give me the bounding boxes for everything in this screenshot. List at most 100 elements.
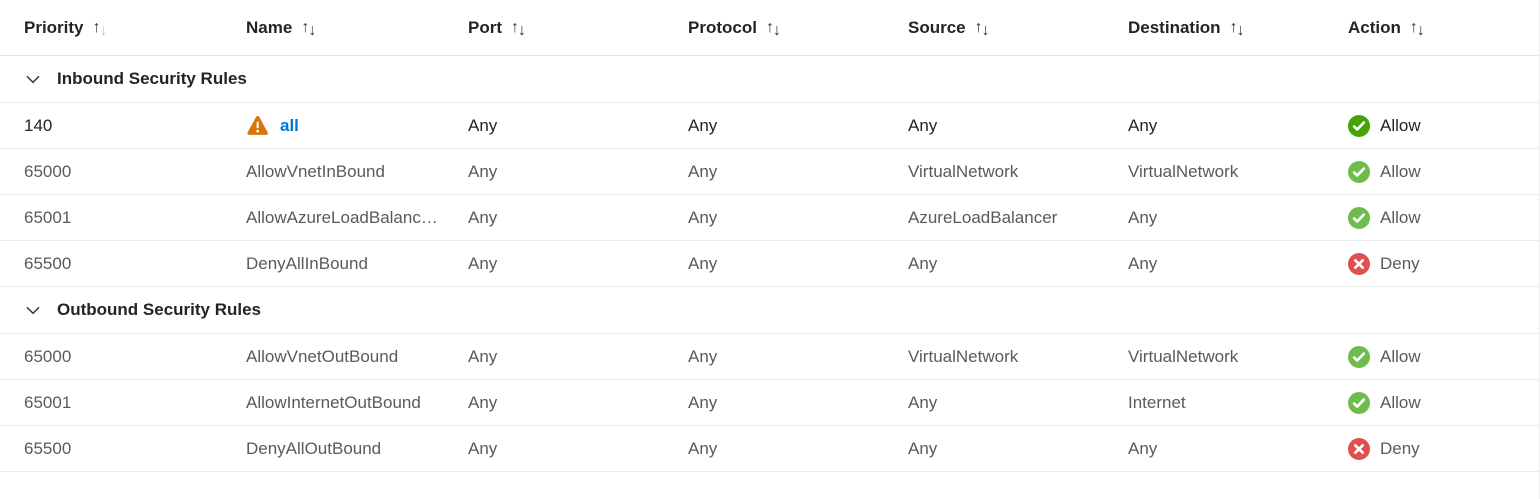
table-row[interactable]: 65000 AllowVnetOutBound Any Any VirtualN… — [0, 334, 1539, 380]
cell-port: Any — [468, 392, 498, 412]
cell-source: VirtualNetwork — [908, 346, 1019, 366]
sort-icon: ↑↓ — [93, 19, 108, 39]
cell-priority: 65001 — [24, 392, 72, 412]
table-row[interactable]: 65500 DenyAllInBound Any Any Any Any Den… — [0, 241, 1539, 287]
cell-action: Allow — [1348, 391, 1539, 414]
section-title: Outbound Security Rules — [57, 300, 262, 319]
cell-action: Allow — [1348, 114, 1539, 137]
cell-action: Deny — [1348, 437, 1539, 460]
allow-icon — [1348, 160, 1370, 183]
cell-protocol: Any — [688, 207, 718, 227]
column-header-port[interactable]: Port ↑↓ — [468, 17, 688, 39]
action-label: Deny — [1380, 253, 1420, 273]
cell-destination: Any — [1128, 438, 1158, 458]
cell-source: AzureLoadBalancer — [908, 207, 1058, 227]
cell-action: Allow — [1348, 345, 1539, 368]
column-label: Port — [468, 17, 502, 37]
sort-down-icon: ↓ — [981, 21, 990, 39]
sort-icon: ↑↓ — [1410, 19, 1425, 39]
cell-priority: 140 — [24, 115, 53, 135]
rule-name-link[interactable]: all — [280, 115, 299, 135]
cell-protocol: Any — [688, 161, 718, 181]
cell-name: AllowAzureLoadBalanc… — [246, 207, 438, 227]
cell-source: Any — [908, 392, 938, 412]
sort-down-icon: ↓ — [308, 21, 317, 39]
section-header-outbound[interactable]: Outbound Security Rules — [0, 287, 1539, 334]
sort-icon: ↑↓ — [975, 19, 990, 39]
cell-source: Any — [908, 438, 938, 458]
chevron-down-icon — [26, 306, 40, 315]
cell-port: Any — [468, 207, 498, 227]
allow-icon — [1348, 114, 1370, 137]
action-label: Allow — [1380, 161, 1421, 181]
cell-protocol: Any — [688, 253, 718, 273]
deny-icon — [1348, 437, 1370, 460]
sort-icon: ↑↓ — [301, 19, 317, 39]
column-label: Protocol — [688, 17, 757, 37]
column-header-action[interactable]: Action ↑↓ — [1348, 17, 1539, 39]
cell-port: Any — [468, 115, 498, 135]
action-label: Deny — [1380, 438, 1420, 458]
cell-destination: Any — [1128, 115, 1158, 135]
section-header-inbound[interactable]: Inbound Security Rules — [0, 56, 1539, 103]
cell-name: all — [246, 115, 468, 136]
column-header-source[interactable]: Source ↑↓ — [908, 17, 1128, 39]
column-label: Name — [246, 17, 293, 37]
cell-destination: VirtualNetwork — [1128, 161, 1239, 181]
cell-protocol: Any — [688, 392, 718, 412]
cell-priority: 65000 — [24, 161, 72, 181]
cell-destination: VirtualNetwork — [1128, 346, 1239, 366]
sort-down-icon: ↓ — [518, 21, 526, 39]
cell-port: Any — [468, 346, 498, 366]
cell-destination: Any — [1128, 207, 1158, 227]
table-header: Priority ↑↓ Name ↑↓ Port ↑↓ Protocol ↑↓ … — [0, 0, 1539, 56]
deny-icon — [1348, 252, 1370, 275]
sort-down-icon: ↓ — [1236, 21, 1245, 39]
action-label: Allow — [1380, 392, 1421, 412]
cell-action: Allow — [1348, 160, 1539, 183]
sort-down-icon: ↓ — [772, 21, 781, 39]
action-label: Allow — [1380, 207, 1421, 227]
sort-icon: ↑↓ — [1230, 19, 1245, 39]
cell-priority: 65500 — [24, 253, 72, 273]
cell-name: DenyAllOutBound — [246, 438, 382, 458]
cell-protocol: Any — [688, 115, 718, 135]
column-header-name[interactable]: Name ↑↓ — [246, 17, 468, 39]
allow-icon — [1348, 345, 1370, 368]
table-row[interactable]: 65500 DenyAllOutBound Any Any Any Any De… — [0, 426, 1539, 472]
allow-icon — [1348, 391, 1370, 414]
cell-action: Allow — [1348, 206, 1539, 229]
column-header-destination[interactable]: Destination ↑↓ — [1128, 17, 1348, 39]
action-label: Allow — [1380, 115, 1421, 135]
cell-port: Any — [468, 253, 498, 273]
table-row[interactable]: 140 all Any Any Any Any Allow — [0, 103, 1539, 149]
column-label: Action — [1348, 17, 1401, 37]
column-label: Destination — [1128, 17, 1221, 37]
column-header-protocol[interactable]: Protocol ↑↓ — [688, 17, 908, 39]
column-label: Priority — [24, 17, 84, 37]
table-row[interactable]: 65000 AllowVnetInBound Any Any VirtualNe… — [0, 149, 1539, 195]
sort-down-icon: ↓ — [1416, 21, 1425, 39]
table-row[interactable]: 65001 AllowInternetOutBound Any Any Any … — [0, 380, 1539, 426]
cell-priority: 65001 — [24, 207, 72, 227]
cell-destination: Internet — [1128, 392, 1186, 412]
column-header-priority[interactable]: Priority ↑↓ — [24, 17, 246, 39]
cell-name: DenyAllInBound — [246, 253, 368, 273]
cell-protocol: Any — [688, 438, 718, 458]
section-title: Inbound Security Rules — [57, 69, 247, 88]
warning-icon — [246, 115, 270, 136]
column-label: Source — [908, 17, 966, 37]
chevron-down-icon — [26, 75, 40, 84]
sort-down-icon: ↓ — [99, 21, 108, 39]
cell-port: Any — [468, 161, 498, 181]
cell-name: AllowInternetOutBound — [246, 392, 421, 412]
table-row[interactable]: 65001 AllowAzureLoadBalanc… Any Any Azur… — [0, 195, 1539, 241]
sort-icon: ↑↓ — [511, 19, 526, 39]
cell-name: AllowVnetOutBound — [246, 346, 399, 366]
cell-port: Any — [468, 438, 498, 458]
cell-source: VirtualNetwork — [908, 161, 1019, 181]
sort-icon: ↑↓ — [766, 19, 781, 39]
cell-protocol: Any — [688, 346, 718, 366]
cell-priority: 65000 — [24, 346, 72, 366]
